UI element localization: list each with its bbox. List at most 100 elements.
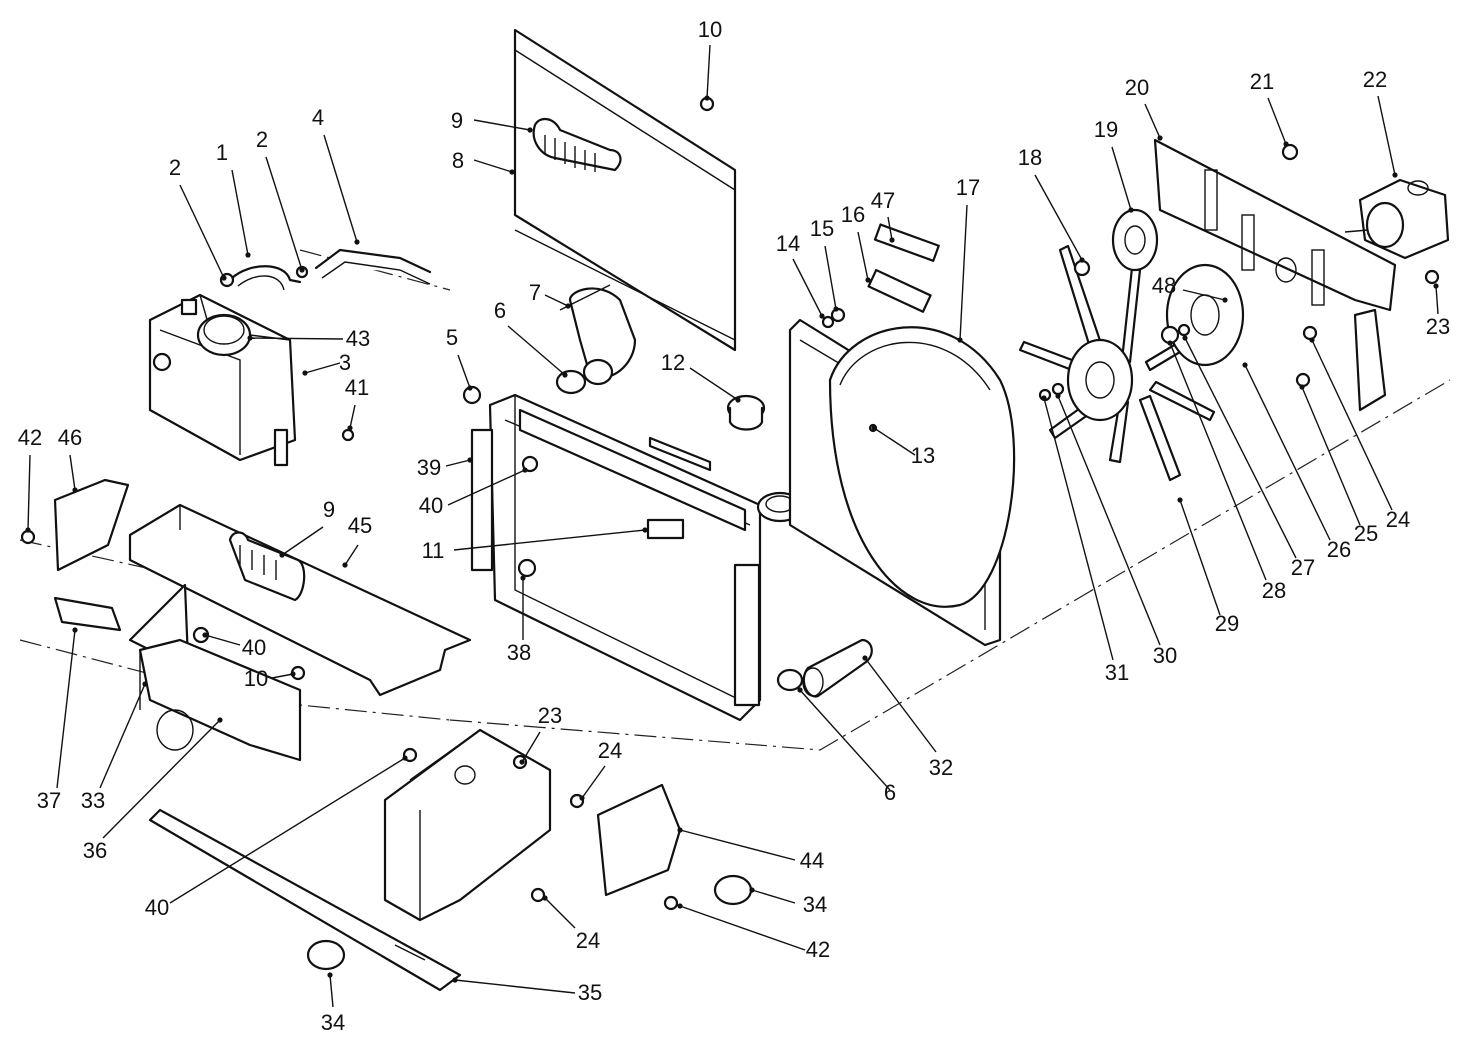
callout-c15: 15 (810, 216, 834, 241)
leader-c1 (231, 169, 249, 256)
leader-c35 (454, 979, 576, 994)
leader-dot-c39 (467, 457, 473, 463)
hydraulic-pump (1344, 178, 1450, 260)
callout-c45: 45 (348, 513, 372, 538)
upper-hose (559, 284, 637, 386)
leader-c24b (581, 765, 606, 799)
leader-dot-c24a (1309, 337, 1315, 343)
callout-c9b: 9 (323, 497, 335, 522)
leader-c34a (751, 889, 796, 904)
leader-c4 (323, 134, 358, 243)
lower-hose (802, 638, 873, 698)
leader-dot-c34b (327, 972, 333, 978)
leader-dot-c3 (302, 370, 308, 376)
leader-c15 (824, 245, 837, 310)
callout-c30: 30 (1153, 643, 1177, 668)
leader-dot-c10a (704, 95, 710, 101)
callout-c19: 19 (1094, 117, 1118, 142)
leader-dot-c4 (354, 239, 360, 245)
leader-c26 (1244, 364, 1331, 541)
leader-c46 (69, 454, 76, 491)
callout-c10b: 10 (244, 666, 268, 691)
leader-dot-c2b (299, 267, 305, 273)
leader-c3 (304, 362, 341, 374)
callout-c43: 43 (346, 326, 370, 351)
leader-c23b (521, 731, 541, 763)
leader-c36 (102, 719, 221, 839)
leader-c10a (706, 44, 711, 99)
leader-dot-c20 (1157, 135, 1163, 141)
leader-dot-c16 (865, 277, 871, 283)
leader-dot-c11 (642, 527, 648, 533)
leader-dot-c6a (562, 372, 568, 378)
tank-cap (196, 313, 252, 357)
leader-c42a (27, 454, 31, 531)
callout-c16: 16 (841, 202, 865, 227)
leader-c20 (1144, 103, 1161, 139)
leader-c13 (873, 427, 916, 456)
callout-c24a: 24 (1386, 507, 1410, 532)
callout-c2b: 2 (256, 127, 268, 152)
leader-c39 (445, 459, 471, 467)
leader-dot-c46 (72, 487, 78, 493)
leader-c40a (447, 469, 526, 506)
leader-dot-c17 (957, 337, 963, 343)
leader-dot-c28 (1167, 340, 1173, 346)
leader-c2a (179, 184, 225, 279)
leader-dot-c37 (72, 627, 78, 633)
leader-c12 (689, 367, 739, 401)
callout-c25: 25 (1354, 521, 1378, 546)
decal-16 (867, 268, 932, 313)
leader-c5 (457, 354, 471, 389)
leader-c30 (1057, 395, 1161, 646)
leader-dot-c27 (1182, 335, 1188, 341)
leader-c24a (1311, 339, 1393, 511)
leader-dot-c19 (1128, 207, 1134, 213)
knobs (306, 874, 753, 971)
leader-c23a (1435, 285, 1439, 315)
leader-dot-c9a (527, 127, 533, 133)
leader-dot-c22 (1392, 172, 1398, 178)
callout-c44: 44 (800, 848, 824, 873)
radiator-label (646, 518, 685, 540)
leader-dot-c14 (819, 313, 825, 319)
callout-c34a: 34 (803, 892, 827, 917)
callout-c38: 38 (507, 640, 531, 665)
mounting-plate (1153, 138, 1397, 412)
callout-c28: 28 (1262, 578, 1286, 603)
leader-c42b (679, 905, 806, 951)
callout-c31: 31 (1105, 660, 1129, 685)
callout-c8: 8 (452, 148, 464, 173)
leader-dot-c31 (1041, 395, 1047, 401)
leader-dot-c18 (1079, 257, 1085, 263)
pulley-26 (1165, 263, 1245, 367)
fan-hub (1066, 338, 1134, 422)
radiator-cap (726, 394, 766, 431)
expansion-tank (148, 293, 297, 467)
leader-dot-c6b (797, 687, 803, 693)
leader-c17 (959, 204, 968, 341)
leader-dot-c40b (202, 632, 208, 638)
leader-dot-c2a (221, 275, 227, 281)
callout-c27: 27 (1291, 555, 1315, 580)
leader-c29 (1179, 499, 1221, 616)
callout-c20: 20 (1125, 75, 1149, 100)
leader-dot-c41 (347, 425, 353, 431)
callout-c46: 46 (58, 425, 82, 450)
leader-dot-c21 (1283, 141, 1289, 147)
leader-dot-c36 (217, 717, 223, 723)
callout-c12: 12 (661, 350, 685, 375)
callout-c24c: 24 (576, 928, 600, 953)
callout-c36: 36 (83, 838, 107, 863)
leader-c40c (169, 757, 406, 904)
decal-47 (873, 223, 940, 262)
leader-c40b (204, 634, 241, 646)
leader-dot-c1 (245, 252, 251, 258)
frame-rail (138, 638, 302, 762)
leader-dot-c15 (833, 306, 839, 312)
callout-c17: 17 (956, 175, 980, 200)
leader-dot-c13 (871, 425, 877, 431)
callout-c32: 32 (929, 755, 953, 780)
callout-c40b: 40 (242, 635, 266, 660)
